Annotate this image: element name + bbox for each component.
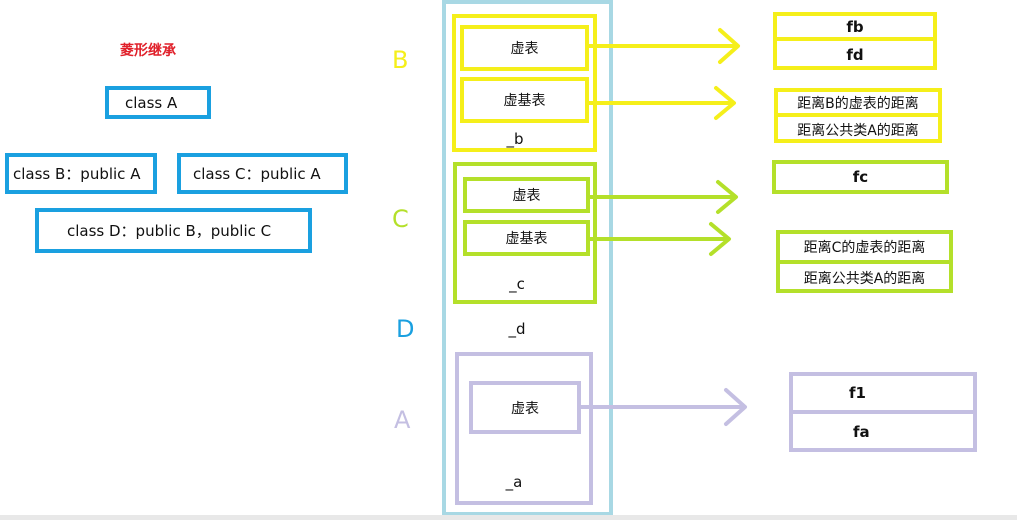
c-vbtable-entry-2: 距离公共类A的距离 — [803, 270, 926, 287]
b-vbtable-entry-2: 距离公共类A的距离 — [797, 123, 919, 139]
a-vtable-entry-1: f1 — [793, 376, 973, 414]
arrow-c-vtable — [588, 180, 738, 214]
section-letter-c: C — [392, 205, 409, 233]
object-d-layout — [442, 0, 613, 516]
subobject-a — [455, 352, 593, 505]
class-a-box: class A — [105, 86, 211, 119]
b-vtable-entry-1: fb — [777, 16, 933, 41]
member-a: _a — [505, 473, 523, 491]
c-vtable-entry-1: fc — [772, 160, 949, 194]
arrow-b-vtable — [587, 28, 740, 64]
b-vtable — [773, 12, 937, 70]
b-vbtable-ptr: 虚基表 — [460, 77, 589, 123]
subobject-c — [453, 162, 597, 304]
arrow-a-vtable — [579, 388, 747, 426]
c-vbtable-ptr: 虚基表 — [463, 220, 590, 256]
b-vtable-entry-2: fd — [846, 46, 864, 64]
c-vbtable — [776, 230, 953, 293]
a-vtable-entry-2: fa — [853, 423, 870, 441]
class-d-box: class D：public B，public C — [35, 208, 312, 253]
class-b-box: class B：public A — [5, 153, 157, 194]
c-vtable-ptr: 虚表 — [463, 177, 590, 213]
subobject-b — [452, 14, 597, 152]
a-vtable-ptr: 虚表 — [469, 381, 581, 434]
b-vbtable-entry-1: 距离B的虚表的距离 — [778, 92, 938, 117]
member-d: _d — [508, 320, 526, 338]
section-letter-d: D — [396, 315, 415, 343]
arrow-c-vbtable — [588, 222, 731, 256]
member-b: _b — [506, 130, 524, 148]
arrow-b-vbtable — [587, 86, 736, 120]
diagram-title: 菱形继承 — [120, 43, 176, 59]
c-vbtable-entry-1: 距离C的虚表的距离 — [780, 234, 949, 264]
section-letter-b: B — [392, 46, 409, 74]
b-vbtable — [774, 88, 942, 143]
section-letter-a: A — [394, 406, 411, 434]
member-c: _c — [509, 275, 525, 293]
a-vtable — [789, 372, 977, 452]
class-c-box: class C：public A — [177, 153, 348, 194]
b-vtable-ptr: 虚表 — [460, 25, 589, 71]
bottom-strip — [0, 515, 1017, 520]
